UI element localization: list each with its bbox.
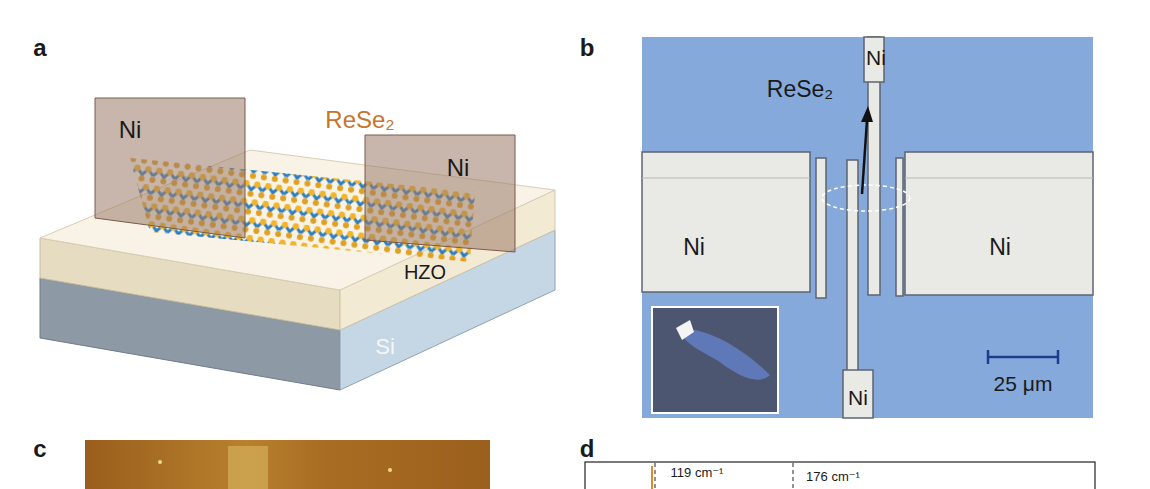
inset-flake	[680, 329, 770, 379]
pointer-arrow	[862, 120, 867, 194]
ni-pads	[642, 37, 1093, 418]
ni-electrode	[365, 135, 515, 252]
pointer-arrow-head	[861, 106, 873, 122]
panel-letter: c	[33, 436, 46, 462]
layer-label: Si	[375, 335, 395, 359]
peak-marker	[793, 463, 794, 489]
peak-label: 119 cm⁻¹	[671, 466, 724, 480]
electrode-label: Ni	[989, 235, 1011, 260]
peak-marker	[655, 463, 656, 489]
electrode-label: Ni	[447, 155, 470, 181]
electrode-label: Ni	[119, 117, 142, 143]
electrode-label: Ni	[866, 46, 886, 69]
pad-edge	[642, 178, 810, 179]
panel-letter: b	[580, 35, 595, 61]
ni-electrode	[95, 98, 245, 238]
afm-speck	[388, 468, 392, 472]
electrode-label: Ni	[683, 235, 705, 260]
electrode-label: Ni	[848, 386, 868, 409]
panel-letter: a	[33, 35, 46, 61]
micrograph-background	[642, 37, 1093, 418]
pad-edge	[905, 178, 1093, 179]
scale-label: 25 μm	[994, 372, 1053, 395]
inset-flake	[676, 320, 694, 340]
peak-label: 176 cm⁻¹	[806, 470, 860, 484]
layer-label: HZO	[404, 261, 446, 283]
afm-flake	[228, 446, 268, 489]
raman-curve	[651, 466, 653, 489]
panel-letter: d	[580, 436, 595, 462]
flake-outline	[822, 185, 910, 211]
afm-speck	[158, 460, 162, 464]
material-label: ReSe₂	[325, 107, 394, 133]
afm-image	[85, 440, 490, 489]
inset-image	[652, 307, 778, 413]
raman-frame	[585, 462, 1095, 489]
scale-bar	[988, 350, 1058, 364]
material-label: ReSe₂	[767, 77, 833, 102]
